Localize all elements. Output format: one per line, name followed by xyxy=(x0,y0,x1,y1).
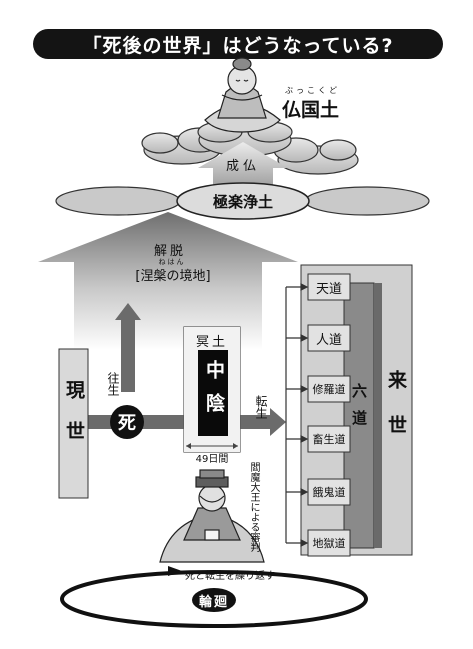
liberation-arrow xyxy=(38,212,298,350)
buddha-land-ruby: ぶっこくど xyxy=(285,86,340,95)
six-path-label-1: 天道 xyxy=(315,281,342,297)
six-path-box-2 xyxy=(307,324,351,352)
six-path-box-6 xyxy=(307,529,351,557)
cloud-right xyxy=(273,137,359,175)
samsara-caption: 死と転生を繰り返す xyxy=(185,571,275,582)
attain-buddhahood-label: 成仏 xyxy=(225,159,260,174)
cloud-center xyxy=(197,121,293,157)
samsara-label: 輪廻 xyxy=(198,595,229,610)
rebirth-up-arrow xyxy=(115,303,141,392)
six-path-label-4: 畜生道 xyxy=(312,433,346,446)
six-path-label-6: 地獄道 xyxy=(312,537,346,550)
pure-land-center-cloud xyxy=(176,182,310,220)
samsara-loop xyxy=(60,570,368,628)
underworld-label: 冥土 xyxy=(195,335,228,350)
this-world-label: 現世 xyxy=(63,380,85,462)
liberation-label: 解脱 xyxy=(153,244,186,259)
liberation-sub: [涅槃の境地] xyxy=(135,269,211,284)
six-path-box-3 xyxy=(307,375,351,403)
six-path-label-5: 餓鬼道 xyxy=(312,486,346,499)
attain-buddhahood-arrow xyxy=(198,142,288,190)
six-path-box-5 xyxy=(307,478,351,506)
rebirth-up-label: 往生 xyxy=(106,372,120,396)
transmigration-label: 転生 xyxy=(254,395,268,419)
six-path-label-3: 修羅道 xyxy=(312,383,346,396)
six-paths-label: 六道 xyxy=(350,383,368,437)
duration-label: 49日間 xyxy=(195,454,229,465)
buddha-figure xyxy=(204,57,281,133)
yama-figure xyxy=(159,469,265,563)
six-path-box-1 xyxy=(307,273,351,301)
six-paths-connector xyxy=(285,283,309,547)
title-banner: 「死後の世界」はどうなっている? xyxy=(33,29,443,59)
liberation-ruby: ねはん xyxy=(158,258,186,266)
six-path-box-4 xyxy=(307,425,351,453)
yama-judgement-label: 閻魔大王による審判 xyxy=(248,462,259,552)
this-world-box xyxy=(58,348,89,499)
next-world-label: 来世 xyxy=(385,370,407,460)
samsara-badge xyxy=(192,588,236,612)
title-text: 「死後の世界」はどうなっている? xyxy=(82,34,394,57)
pure-land-label: 極楽浄土 xyxy=(212,193,273,211)
chuin-block xyxy=(198,350,228,436)
buddha-land-label: 仏国土 xyxy=(282,99,340,121)
death-label: 死 xyxy=(118,413,136,434)
six-path-label-2: 人道 xyxy=(315,332,342,348)
chuin-label: 中陰 xyxy=(203,360,225,426)
death-node: 死 xyxy=(110,405,144,439)
